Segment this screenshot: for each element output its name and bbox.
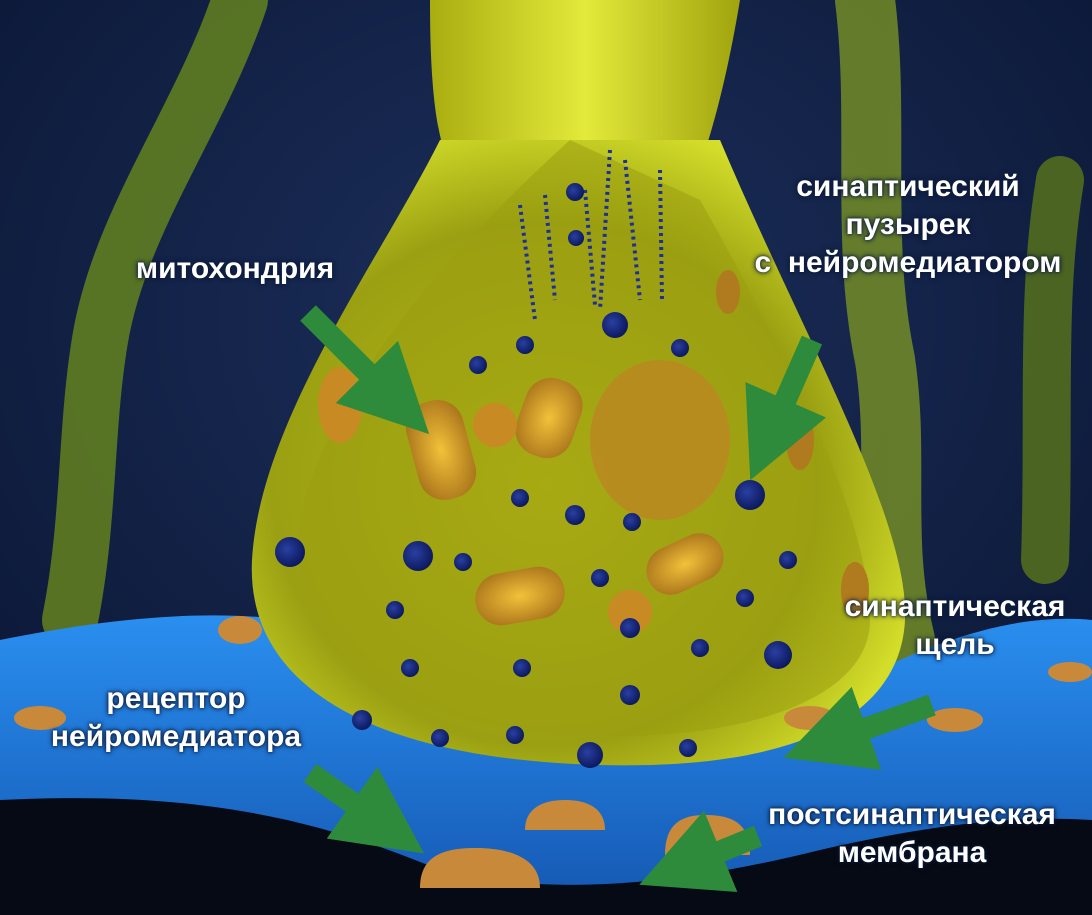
label-membrane-line-1: постсинаптическая: [742, 796, 1082, 834]
label-cleft-line-2: щель: [820, 626, 1090, 664]
label-membrane-line-2: мембрана: [742, 834, 1082, 872]
label-receptor-line-2: нейромедиатора: [26, 718, 326, 756]
label-receptor: рецептор нейромедиатора: [26, 680, 326, 756]
label-synaptic-vesicle: синаптический пузырек с нейромедиатором: [728, 168, 1088, 282]
label-vesicle-line-2: пузырек: [728, 206, 1088, 244]
label-mitochondria: митохондрия: [112, 250, 358, 288]
label-postsynaptic-membrane: постсинаптическая мембрана: [742, 796, 1082, 872]
label-vesicle-line-3: с нейромедиатором: [728, 244, 1088, 282]
label-synaptic-cleft: синаптическая щель: [820, 588, 1090, 664]
label-cleft-line-1: синаптическая: [820, 588, 1090, 626]
label-vesicle-line-1: синаптический: [728, 168, 1088, 206]
label-receptor-line-1: рецептор: [26, 680, 326, 718]
organelle-cluster: [590, 360, 730, 520]
label-mitochondria-line-1: митохондрия: [112, 250, 358, 288]
